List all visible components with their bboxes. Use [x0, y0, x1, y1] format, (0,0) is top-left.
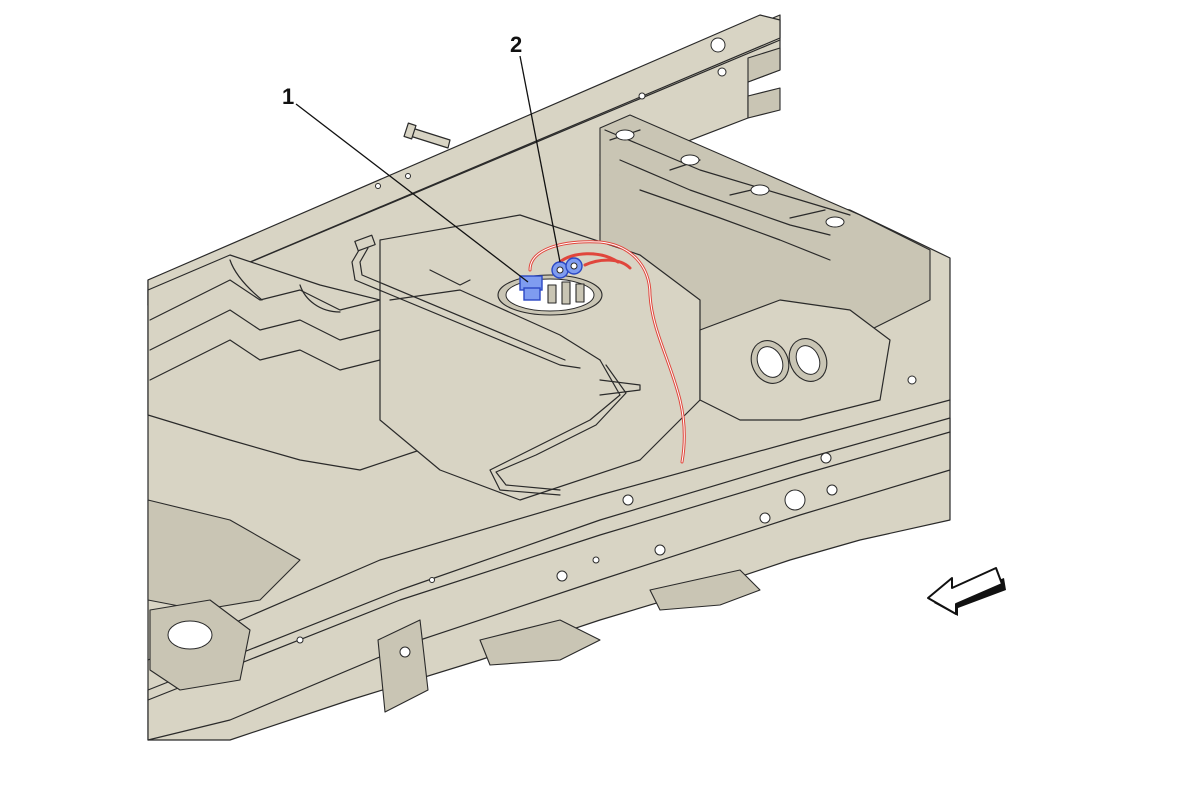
mounting-bolt [403, 122, 451, 149]
callout-label-2: 2 [510, 32, 522, 57]
filler-neck [699, 299, 891, 421]
rail-bracket [377, 619, 429, 713]
fuel-lines [351, 234, 627, 496]
vehicle-front-arrow-icon [927, 567, 1006, 616]
wiring-harness [528, 240, 686, 464]
harness-connector [551, 257, 583, 279]
fuel-sender-fittings [547, 281, 585, 305]
callout-label-1: 1 [282, 84, 294, 109]
tank-underside [147, 499, 761, 691]
callout-leaders [295, 55, 561, 283]
